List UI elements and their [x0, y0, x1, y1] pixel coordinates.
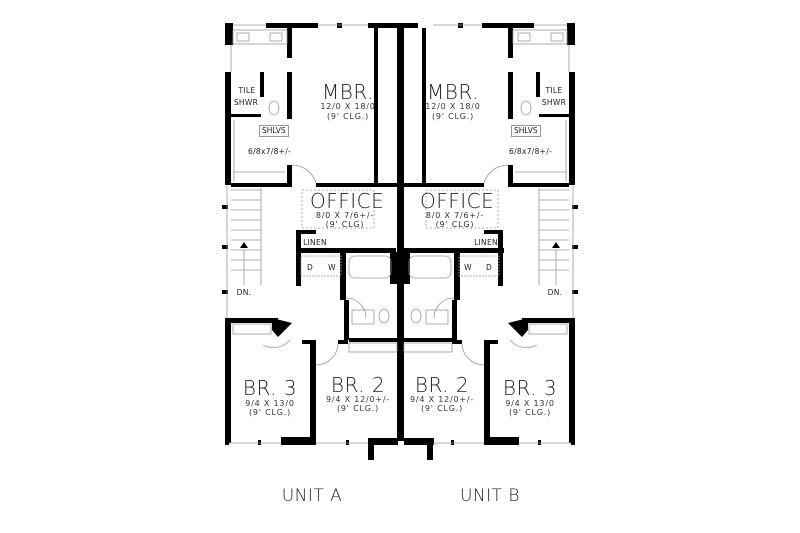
stairs-down-label-unit-b: DN.	[547, 288, 563, 297]
tile-label-unit-a: TILE	[238, 86, 256, 95]
room-ceiling-br3-unit-a: (9' CLG.)	[248, 408, 292, 417]
room-size-office-unit-b: 8/0 X 7/6+/-	[425, 211, 485, 220]
shelves-label-unit-b: SHLVS	[511, 125, 541, 137]
shelves-label-unit-a: SHLVS	[259, 125, 289, 137]
shower-label-unit-a: SHWR	[233, 98, 259, 107]
tile-label-unit-b: TILE	[545, 86, 563, 95]
linen-label-unit-a: LINEN	[303, 238, 327, 247]
room-ceiling-br2-unit-b: (9' CLG.)	[420, 404, 464, 413]
room-name-mbr-unit-a: MBR.	[322, 80, 374, 104]
room-ceiling-br3-unit-b: (9' CLG.)	[508, 408, 552, 417]
shower-label-unit-b: SHWR	[541, 98, 567, 107]
washer-label-unit-b: W	[464, 263, 472, 272]
room-ceiling-br2-unit-a: (9' CLG.)	[336, 404, 380, 413]
room-size-mbr-unit-b: 12/0 X 18/0	[425, 102, 481, 111]
closet-size-unit-b: 6/8x7/8+/-	[509, 147, 553, 156]
room-name-mbr-unit-b: MBR.	[427, 80, 479, 104]
washer-label-unit-a: W	[328, 263, 336, 272]
closet-size-unit-a: 6/8x7/8+/-	[248, 147, 292, 156]
room-size-br2-unit-b: 9/4 X 12/0+/-	[409, 395, 475, 404]
room-ceiling-mbr-unit-a: (9' CLG.)	[326, 112, 370, 121]
room-name-br2-unit-b: BR. 2	[414, 373, 470, 397]
room-name-office-unit-a: OFFICE	[310, 189, 385, 213]
room-size-mbr-unit-a: 12/0 X 18/0	[320, 102, 376, 111]
room-size-br3-unit-a: 9/4 X 13/0	[245, 399, 295, 408]
dryer-label-unit-b: D	[485, 263, 493, 272]
room-name-br3-unit-a: BR. 3	[242, 376, 298, 400]
room-name-br3-unit-b: BR. 3	[502, 376, 558, 400]
room-size-office-unit-a: 8/0 X 7/6+/-	[315, 211, 375, 220]
unit-b-label: UNIT B	[459, 486, 521, 506]
room-name-br2-unit-a: BR. 2	[330, 373, 386, 397]
room-ceiling-mbr-unit-b: (9' CLG.)	[431, 112, 475, 121]
room-size-br3-unit-b: 9/4 X 13/0	[505, 399, 555, 408]
dryer-label-unit-a: D	[306, 263, 314, 272]
room-ceiling-office-unit-a: (9' CLG)	[325, 220, 365, 229]
stairs-down-label-unit-a: DN.	[236, 288, 252, 297]
room-name-office-unit-b: OFFICE	[420, 189, 495, 213]
room-size-br2-unit-a: 9/4 X 12/0+/-	[325, 395, 391, 404]
linen-label-unit-b: LINEN	[474, 238, 498, 247]
room-ceiling-office-unit-b: (9' CLG)	[435, 220, 475, 229]
unit-a-label: UNIT A	[281, 486, 343, 506]
